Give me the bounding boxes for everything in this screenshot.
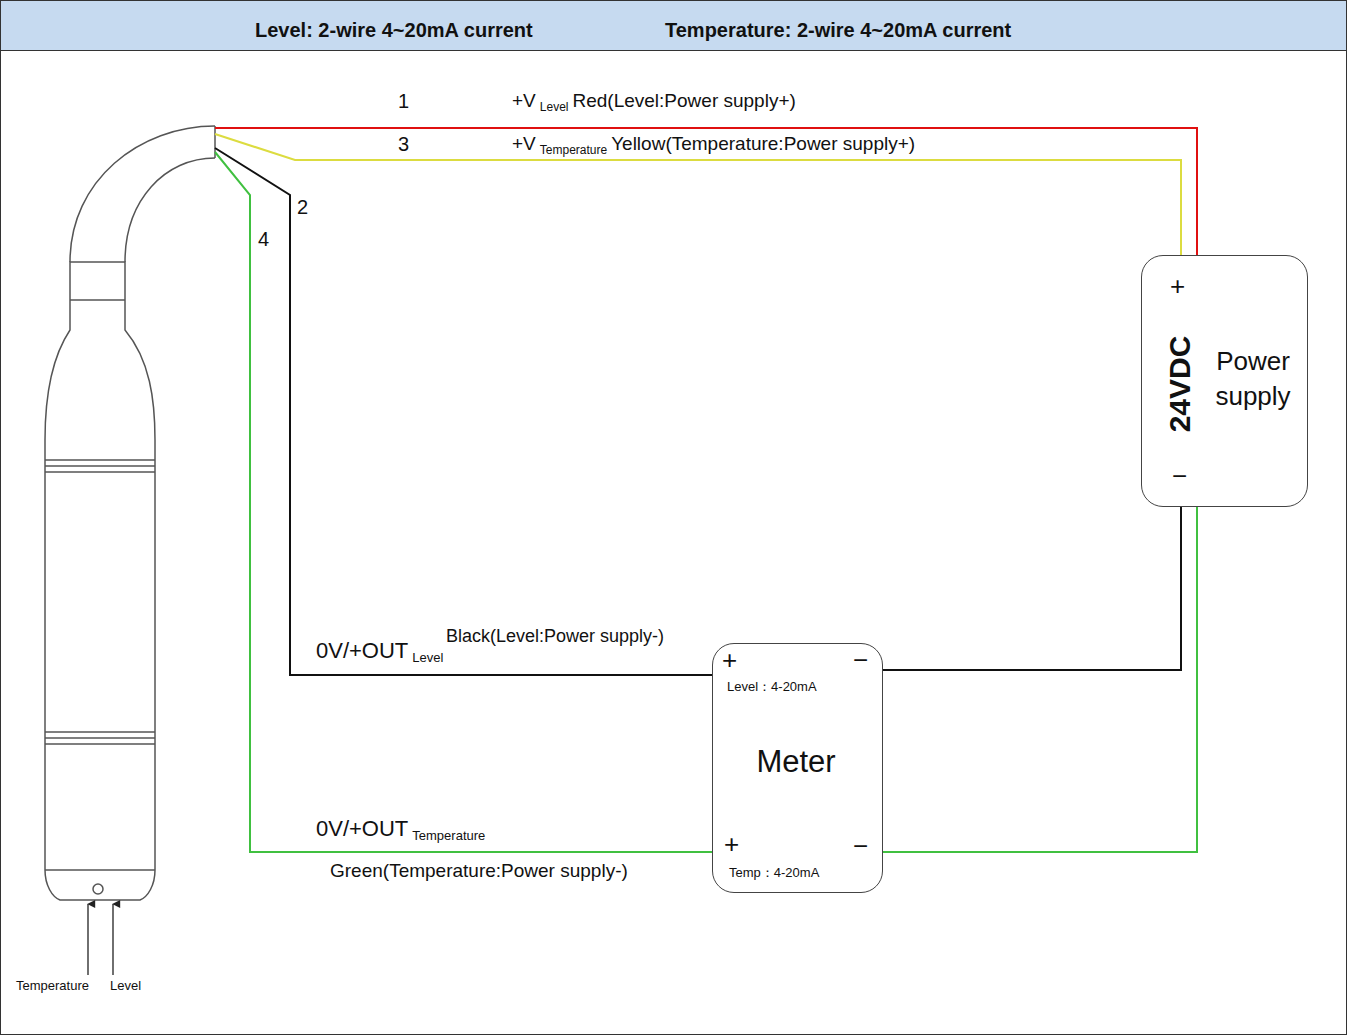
wire-label: 0V/+OUT bbox=[316, 638, 408, 663]
wire-label: 0V/+OUT bbox=[316, 816, 408, 841]
signal-subscript: Level bbox=[412, 651, 443, 666]
node-text: + bbox=[724, 830, 739, 860]
wire-label: 4 bbox=[258, 228, 269, 251]
wire-label: +V bbox=[512, 90, 536, 112]
black-wire bbox=[883, 507, 1181, 670]
sensing-arrows bbox=[88, 904, 113, 975]
green-wire bbox=[883, 507, 1197, 852]
wire-label: Yellow(Temperature:Power supply+) bbox=[611, 133, 915, 155]
node-text: 24VDC bbox=[1163, 336, 1198, 433]
node-text: + bbox=[722, 646, 737, 676]
header-bar bbox=[1, 1, 1347, 51]
node-text: Level：4-20mA bbox=[727, 680, 817, 695]
cable bbox=[70, 126, 215, 262]
node-text: + bbox=[1170, 272, 1185, 302]
node-text: Temp：4-20mA bbox=[729, 866, 819, 881]
wire-label: Temperature bbox=[16, 979, 89, 994]
label-row: 2 bbox=[297, 196, 310, 219]
label-row: 1 bbox=[398, 90, 411, 113]
node-text: − bbox=[853, 832, 868, 862]
header-title: Temperature: 2-wire 4~20mA current bbox=[665, 19, 1011, 42]
label-row: Temperature: 2-wire 4~20mA current bbox=[665, 19, 1013, 42]
label-row: Level bbox=[110, 979, 143, 994]
node-text: − bbox=[1172, 462, 1187, 492]
node-text: − bbox=[853, 646, 868, 676]
sensor-wires bbox=[215, 128, 1197, 852]
node-text: Meter bbox=[713, 744, 879, 780]
meter-box: + Level：4-20mA − Meter + Temp：4-20mA − bbox=[712, 643, 883, 893]
label-row: Green(Temperature:Power supply-) bbox=[330, 860, 630, 882]
label-row: +V Temperature Yellow(Temperature:Power su… bbox=[512, 133, 917, 155]
label-row: 4 bbox=[258, 228, 271, 251]
wire-label: Level bbox=[110, 979, 141, 994]
power-supply-box: +24VDCPower supply − bbox=[1141, 255, 1308, 507]
signal-subscript: Temperature bbox=[412, 829, 485, 844]
wire-label: 1 bbox=[398, 90, 409, 113]
label-row: 3 bbox=[398, 133, 411, 156]
label-row: 0V/+OUT Temperature bbox=[316, 816, 489, 841]
header-title: Level: 2-wire 4~20mA current bbox=[255, 19, 533, 42]
signal-subscript: Temperature bbox=[540, 144, 607, 158]
wire-label: 3 bbox=[398, 133, 409, 156]
level-sensor bbox=[45, 262, 155, 900]
wire-label: Green(Temperature:Power supply-) bbox=[330, 860, 628, 882]
wire-label: Red(Level:Power supply+) bbox=[572, 90, 795, 112]
label-row: Temperature bbox=[16, 979, 91, 994]
wire-label: 2 bbox=[297, 196, 308, 219]
signal-subscript: Level bbox=[540, 101, 569, 115]
wire-label: +V bbox=[512, 133, 536, 155]
wire-label: Black(Level:Power supply-) bbox=[446, 626, 664, 647]
label-row: Black(Level:Power supply-) bbox=[446, 626, 666, 647]
node-text: Power supply bbox=[1202, 344, 1304, 414]
label-row: 0V/+OUT Level bbox=[316, 638, 447, 663]
label-row: +V LevelRed(Level:Power supply+) bbox=[512, 90, 798, 112]
